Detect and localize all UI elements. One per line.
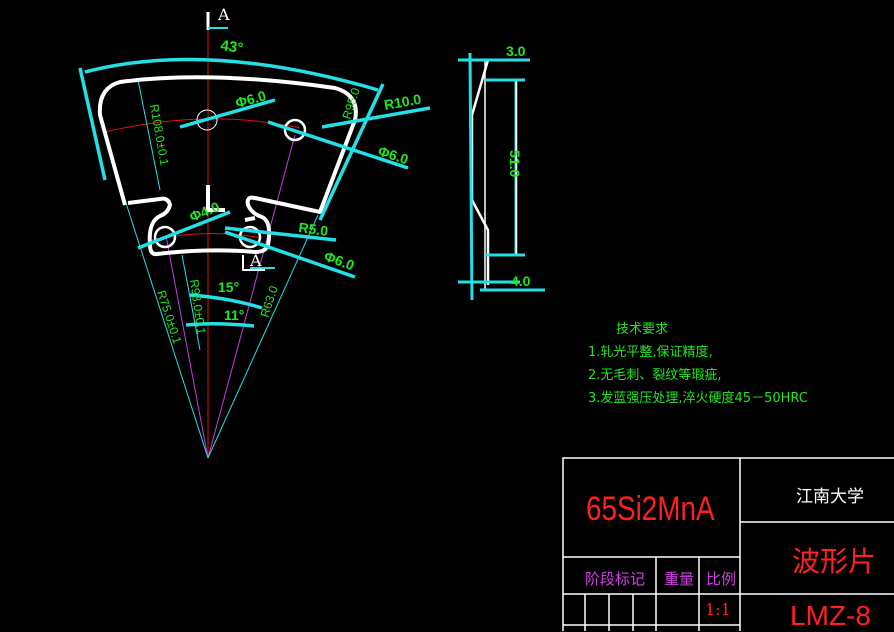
dim-hole-center: Φ6.0 bbox=[234, 87, 268, 111]
note-item: 3.发蓝强压处理,淬火硬度45－50HRC bbox=[588, 391, 808, 406]
note-item: 2.无毛刺、裂纹等瑕疵, bbox=[588, 368, 722, 383]
section-label-bottom: A bbox=[249, 251, 262, 270]
construction-lines bbox=[165, 134, 296, 459]
note-item: 1.轧光平整,保证精度, bbox=[588, 345, 713, 360]
side-view: 3.0 51.0 4.0 bbox=[458, 43, 545, 301]
weight-label: 重量 bbox=[664, 570, 695, 588]
dim-radius-98: R98.0±0.1 bbox=[187, 278, 209, 335]
material: 65Si2MnA bbox=[586, 490, 715, 528]
dim-thickness-top: 3.0 bbox=[506, 43, 526, 59]
dim-inner-radius: R108.0±0.1 bbox=[147, 103, 172, 167]
scale-label: 比例 bbox=[706, 570, 737, 588]
dim-angle-43: 43° bbox=[219, 37, 244, 57]
dim-radius-75: R75.0±0.1 bbox=[154, 289, 185, 346]
drawing-number: LMZ-8 bbox=[790, 600, 871, 631]
section-label-top: A bbox=[217, 5, 230, 24]
stage-mark-label: 阶段标记 bbox=[585, 570, 646, 588]
scale-value: 1:1 bbox=[705, 600, 731, 619]
extension-lines bbox=[124, 79, 319, 459]
dim-angle-11: 11° bbox=[224, 307, 244, 323]
technical-requirements: 技术要求 1.轧光平整,保证精度, 2.无毛刺、裂纹等瑕疵, 3.发蓝强压处理,… bbox=[588, 318, 808, 410]
dim-hole-lower: Φ6.0 bbox=[322, 248, 357, 274]
dim-angle-15: 15° bbox=[218, 279, 239, 295]
dim-slot-radius: R5.0 bbox=[298, 219, 330, 239]
dimension-lines bbox=[78, 27, 431, 328]
dim-radius-63: R63.0 bbox=[258, 284, 281, 319]
title-block-frame bbox=[562, 457, 894, 631]
centerlines bbox=[104, 25, 301, 458]
notes-title: 技术要求 bbox=[616, 322, 669, 337]
dim-height: 51.0 bbox=[507, 150, 523, 177]
part-name: 波形片 bbox=[792, 545, 877, 578]
holes bbox=[153, 109, 307, 249]
dim-thickness-bottom: 4.0 bbox=[511, 273, 531, 289]
dim-corner-radius: R10.0 bbox=[383, 91, 423, 113]
school-name: 江南大学 bbox=[796, 487, 864, 507]
